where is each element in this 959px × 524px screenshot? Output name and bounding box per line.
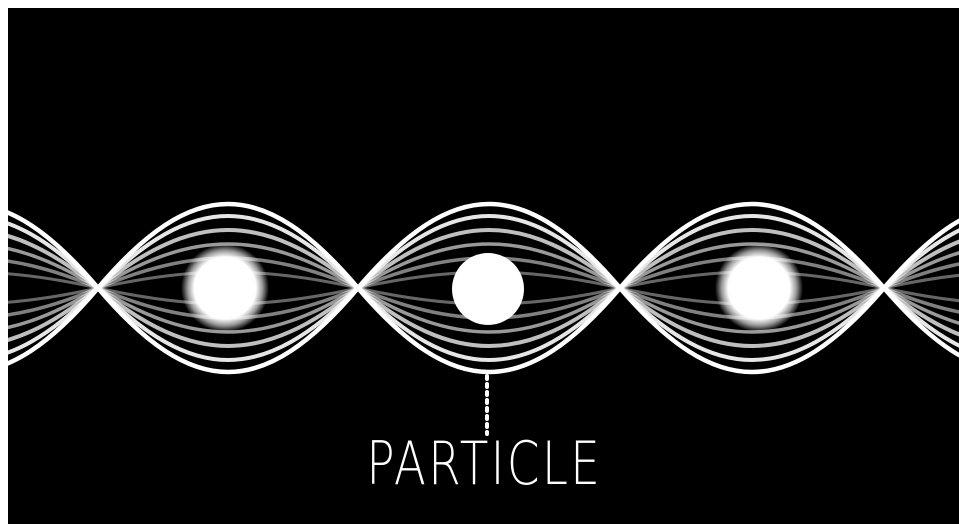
particle-right (715, 244, 803, 332)
particle-left (181, 244, 269, 332)
particles (181, 244, 803, 332)
particle-center (452, 253, 524, 325)
diagram-canvas: PARTICLE (8, 8, 959, 524)
particle-label: PARTICLE (113, 434, 855, 494)
